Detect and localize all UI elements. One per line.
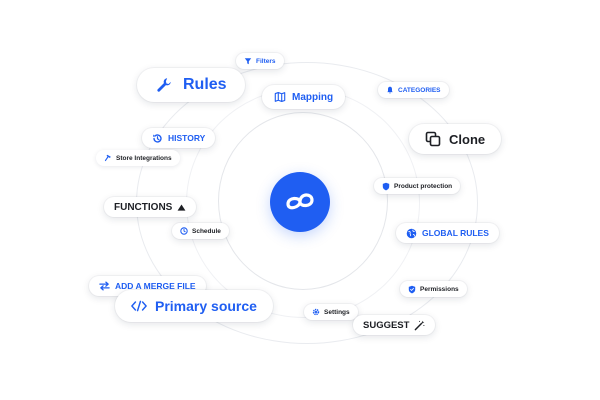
rules-label: Rules <box>183 76 227 93</box>
copy-icon <box>425 131 441 147</box>
settings-label: Settings <box>324 308 350 316</box>
settings-pill[interactable]: Settings <box>304 304 358 320</box>
schedule-pill[interactable]: Schedule <box>172 223 229 239</box>
mapping-pill[interactable]: Mapping <box>262 85 346 109</box>
shield-check-icon <box>408 285 416 294</box>
wrench-icon <box>155 76 173 94</box>
filters-pill[interactable]: Filters <box>236 53 284 69</box>
center-logo <box>270 172 330 232</box>
schedule-label: Schedule <box>192 227 221 235</box>
history-pill[interactable]: HISTORY <box>142 128 216 148</box>
orbit-ring-inner <box>218 112 388 290</box>
clock-icon <box>180 227 188 235</box>
product-protection-label: Product protection <box>394 182 453 190</box>
global-rules-label: GLOBAL RULES <box>422 228 489 238</box>
globe-icon <box>406 228 417 239</box>
link-loop-icon <box>286 193 314 210</box>
shield-icon <box>382 182 390 191</box>
map-icon <box>274 91 286 103</box>
mapping-label: Mapping <box>292 91 334 103</box>
rules-pill[interactable]: Rules <box>137 68 245 102</box>
product-protection-pill[interactable]: Product protection <box>374 178 461 194</box>
store-integrations-label: Store Integrations <box>116 154 172 162</box>
suggest-pill[interactable]: SUGGEST <box>353 315 436 335</box>
suggest-label: SUGGEST <box>363 319 410 331</box>
primary-source-pill[interactable]: Primary source <box>115 290 273 322</box>
gear-icon <box>312 308 320 316</box>
functions-label: FUNCTIONS <box>114 201 173 213</box>
swap-arrows-icon <box>99 281 110 291</box>
funnel-icon <box>244 57 252 65</box>
permissions-label: Permissions <box>420 285 459 293</box>
clone-pill[interactable]: Clone <box>409 124 502 154</box>
global-rules-pill[interactable]: GLOBAL RULES <box>396 223 499 243</box>
clone-label: Clone <box>449 131 486 147</box>
store-integrations-pill[interactable]: Store Integrations <box>96 150 180 166</box>
functions-pill[interactable]: FUNCTIONS <box>104 197 197 217</box>
history-label: HISTORY <box>168 133 206 143</box>
categories-pill[interactable]: CATEGORIES <box>378 82 449 98</box>
hammer-icon <box>104 154 112 162</box>
permissions-pill[interactable]: Permissions <box>400 281 467 297</box>
history-icon <box>152 133 163 144</box>
triangle-up-icon <box>177 203 186 211</box>
filters-label: Filters <box>256 57 276 65</box>
code-icon <box>131 300 147 312</box>
categories-label: CATEGORIES <box>398 86 441 94</box>
bell-icon <box>386 86 394 94</box>
magic-wand-icon <box>414 320 425 331</box>
add-merge-file-label: ADD A MERGE FILE <box>115 281 196 291</box>
primary-source-label: Primary source <box>155 298 257 314</box>
